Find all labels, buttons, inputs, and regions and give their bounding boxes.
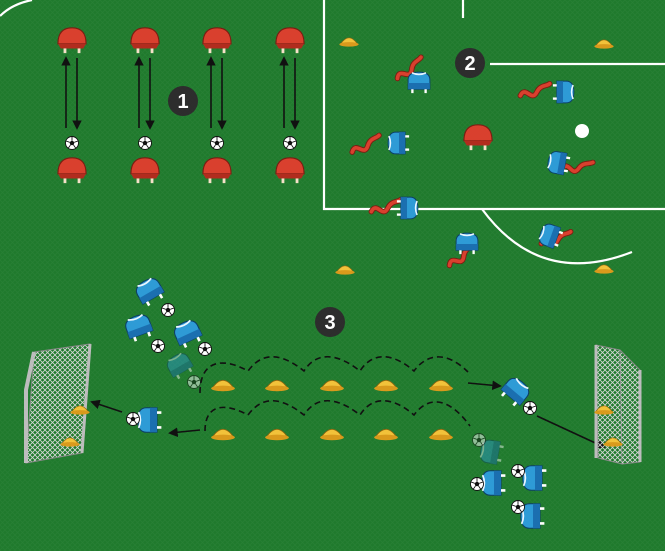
ball-icon	[471, 478, 484, 491]
ball-icon	[199, 343, 212, 356]
ball-icon	[284, 137, 297, 150]
ball-icon	[473, 434, 486, 447]
station-2-badge: 2	[455, 48, 485, 78]
goal-icon-left	[26, 344, 90, 463]
ball-icon	[188, 376, 201, 389]
station-3-badge: 3	[315, 307, 345, 337]
ball-icon	[211, 137, 224, 150]
ball-icon	[127, 413, 140, 426]
station-3-number: 3	[324, 312, 335, 334]
ball-icon	[512, 501, 525, 514]
ball-icon	[152, 340, 165, 353]
ball-icon	[512, 465, 525, 478]
station-2-number: 2	[464, 53, 475, 75]
ball-icon	[524, 402, 537, 415]
station-1-badge: 1	[168, 86, 198, 116]
station-1-number: 1	[177, 91, 188, 113]
ball-icon	[139, 137, 152, 150]
ball-icon	[66, 137, 79, 150]
ball-icon	[162, 304, 175, 317]
